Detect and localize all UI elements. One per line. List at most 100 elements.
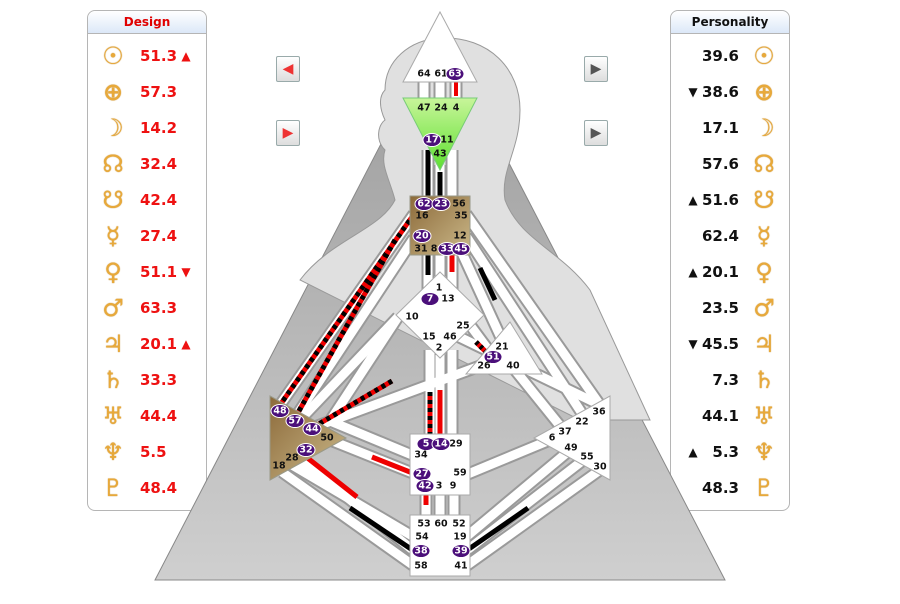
gate-23[interactable]: 23 — [434, 199, 447, 210]
design-row-south-node[interactable]: ☋42.4 — [98, 182, 194, 218]
gate-37[interactable]: 37 — [558, 427, 571, 438]
personality-row-uranus[interactable]: 44.1♅ — [685, 398, 779, 434]
design-row-pluto[interactable]: ♇48.4 — [98, 470, 194, 506]
gate-64[interactable]: 64 — [417, 69, 431, 80]
personality-row-north-node[interactable]: 57.6☊ — [685, 146, 779, 182]
design-row-neptune[interactable]: ♆5.5 — [98, 434, 194, 470]
gate-30[interactable]: 30 — [593, 462, 607, 473]
personality-row-earth[interactable]: ▼38.6⊕ — [685, 74, 779, 110]
gate-44[interactable]: 44 — [305, 424, 319, 435]
gate-35[interactable]: 35 — [454, 211, 467, 222]
gate-53[interactable]: 53 — [417, 519, 430, 530]
gate-42[interactable]: 42 — [418, 481, 431, 492]
gate-6[interactable]: 6 — [549, 433, 556, 444]
gate-33[interactable]: 33 — [440, 244, 453, 255]
design-prev-button[interactable]: ◀ — [276, 56, 300, 82]
ego-center[interactable] — [464, 321, 543, 375]
gate-28[interactable]: 28 — [285, 453, 299, 464]
gate-41[interactable]: 41 — [454, 561, 467, 572]
gate-29[interactable]: 29 — [449, 439, 462, 450]
gate-7[interactable]: 7 — [427, 294, 434, 305]
personality-row-mars[interactable]: 23.5♂ — [685, 290, 779, 326]
gate-4[interactable]: 4 — [453, 103, 460, 114]
gate-5[interactable]: 5 — [423, 439, 430, 450]
gate-56[interactable]: 56 — [452, 199, 466, 210]
gate-45[interactable]: 45 — [454, 244, 467, 255]
gate-47[interactable]: 47 — [417, 103, 430, 114]
gate-10[interactable]: 10 — [405, 312, 419, 323]
personality-row-saturn[interactable]: 7.3♄ — [685, 362, 779, 398]
gate-24[interactable]: 24 — [434, 103, 448, 114]
gate-32[interactable]: 32 — [299, 445, 312, 456]
gate-39[interactable]: 39 — [454, 546, 467, 557]
design-row-earth[interactable]: ⊕57.3 — [98, 74, 194, 110]
gate-3[interactable]: 3 — [436, 481, 443, 492]
g-center[interactable] — [395, 271, 485, 359]
gate-1[interactable]: 1 — [436, 283, 443, 294]
gate-31[interactable]: 31 — [414, 244, 427, 255]
gate-61[interactable]: 61 — [434, 69, 447, 80]
personality-row-south-node[interactable]: ▲51.6☋ — [685, 182, 779, 218]
gate-22[interactable]: 22 — [575, 417, 588, 428]
gate-43[interactable]: 43 — [433, 149, 446, 160]
gate-40[interactable]: 40 — [506, 361, 520, 372]
gate-21[interactable]: 21 — [495, 342, 508, 353]
head-center[interactable] — [402, 10, 478, 83]
gate-9[interactable]: 9 — [450, 481, 457, 492]
design-next-button[interactable]: ▶ — [276, 120, 300, 146]
gate-14[interactable]: 14 — [434, 439, 448, 450]
design-row-jupiter[interactable]: ♃20.1▲ — [98, 326, 194, 362]
gate-36[interactable]: 36 — [592, 407, 606, 418]
gate-60[interactable]: 60 — [434, 519, 448, 530]
gate-16[interactable]: 16 — [415, 211, 429, 222]
design-row-saturn[interactable]: ♄33.3 — [98, 362, 194, 398]
personality-row-jupiter[interactable]: ▼45.5♃ — [685, 326, 779, 362]
gate-19[interactable]: 19 — [453, 532, 466, 543]
gate-62[interactable]: 62 — [417, 199, 430, 210]
gate-55[interactable]: 55 — [580, 452, 593, 463]
gate-46[interactable]: 46 — [443, 332, 457, 343]
gate-25[interactable]: 25 — [456, 321, 469, 332]
gate-11[interactable]: 11 — [440, 135, 453, 146]
gate-48[interactable]: 48 — [273, 406, 287, 417]
gate-17[interactable]: 17 — [425, 135, 438, 146]
gate-63[interactable]: 63 — [448, 69, 461, 80]
gate-34[interactable]: 34 — [414, 450, 428, 461]
gate-20[interactable]: 20 — [415, 231, 429, 242]
gate-54[interactable]: 54 — [415, 532, 429, 543]
gate-18[interactable]: 18 — [272, 461, 286, 472]
gate-58[interactable]: 58 — [414, 561, 428, 572]
design-row-venus[interactable]: ♀51.1▼ — [98, 254, 194, 290]
gate-49[interactable]: 49 — [564, 443, 577, 454]
personality-row-venus[interactable]: ▲20.1♀ — [685, 254, 779, 290]
gate-59[interactable]: 59 — [453, 468, 466, 479]
personality-row-sun[interactable]: 39.6☉ — [685, 38, 779, 74]
gate-38[interactable]: 38 — [414, 546, 428, 557]
design-row-uranus[interactable]: ♅44.4 — [98, 398, 194, 434]
gate-51[interactable]: 51 — [486, 352, 499, 363]
personality-row-moon[interactable]: 17.1☽ — [685, 110, 779, 146]
gate-52[interactable]: 52 — [452, 519, 465, 530]
personality-row-neptune[interactable]: ▲5.3♆ — [685, 434, 779, 470]
gate-26[interactable]: 26 — [477, 361, 491, 372]
gate-13[interactable]: 13 — [441, 294, 454, 305]
gate-2[interactable]: 2 — [436, 343, 443, 354]
solar-plexus-center[interactable] — [532, 395, 611, 481]
design-row-north-node[interactable]: ☊32.4 — [98, 146, 194, 182]
gate-50[interactable]: 50 — [320, 433, 334, 444]
personality-row-pluto[interactable]: 48.3♇ — [685, 470, 779, 506]
gate-12[interactable]: 12 — [453, 231, 466, 242]
personality-row-mercury[interactable]: 62.4☿ — [685, 218, 779, 254]
earth-icon: ⊕ — [753, 78, 775, 106]
gate-8[interactable]: 8 — [431, 244, 438, 255]
gate-15[interactable]: 15 — [422, 332, 435, 343]
personality-next-button[interactable]: ▶ — [584, 120, 608, 146]
personality-prev-button[interactable]: ▶ — [584, 56, 608, 82]
ajna-center[interactable] — [402, 97, 478, 172]
gate-57[interactable]: 57 — [288, 416, 301, 427]
design-row-mercury[interactable]: ☿27.4 — [98, 218, 194, 254]
design-row-moon[interactable]: ☽14.2 — [98, 110, 194, 146]
design-row-sun[interactable]: ☉51.3▲ — [98, 38, 194, 74]
design-row-mars[interactable]: ♂63.3 — [98, 290, 194, 326]
gate-27[interactable]: 27 — [415, 469, 428, 480]
